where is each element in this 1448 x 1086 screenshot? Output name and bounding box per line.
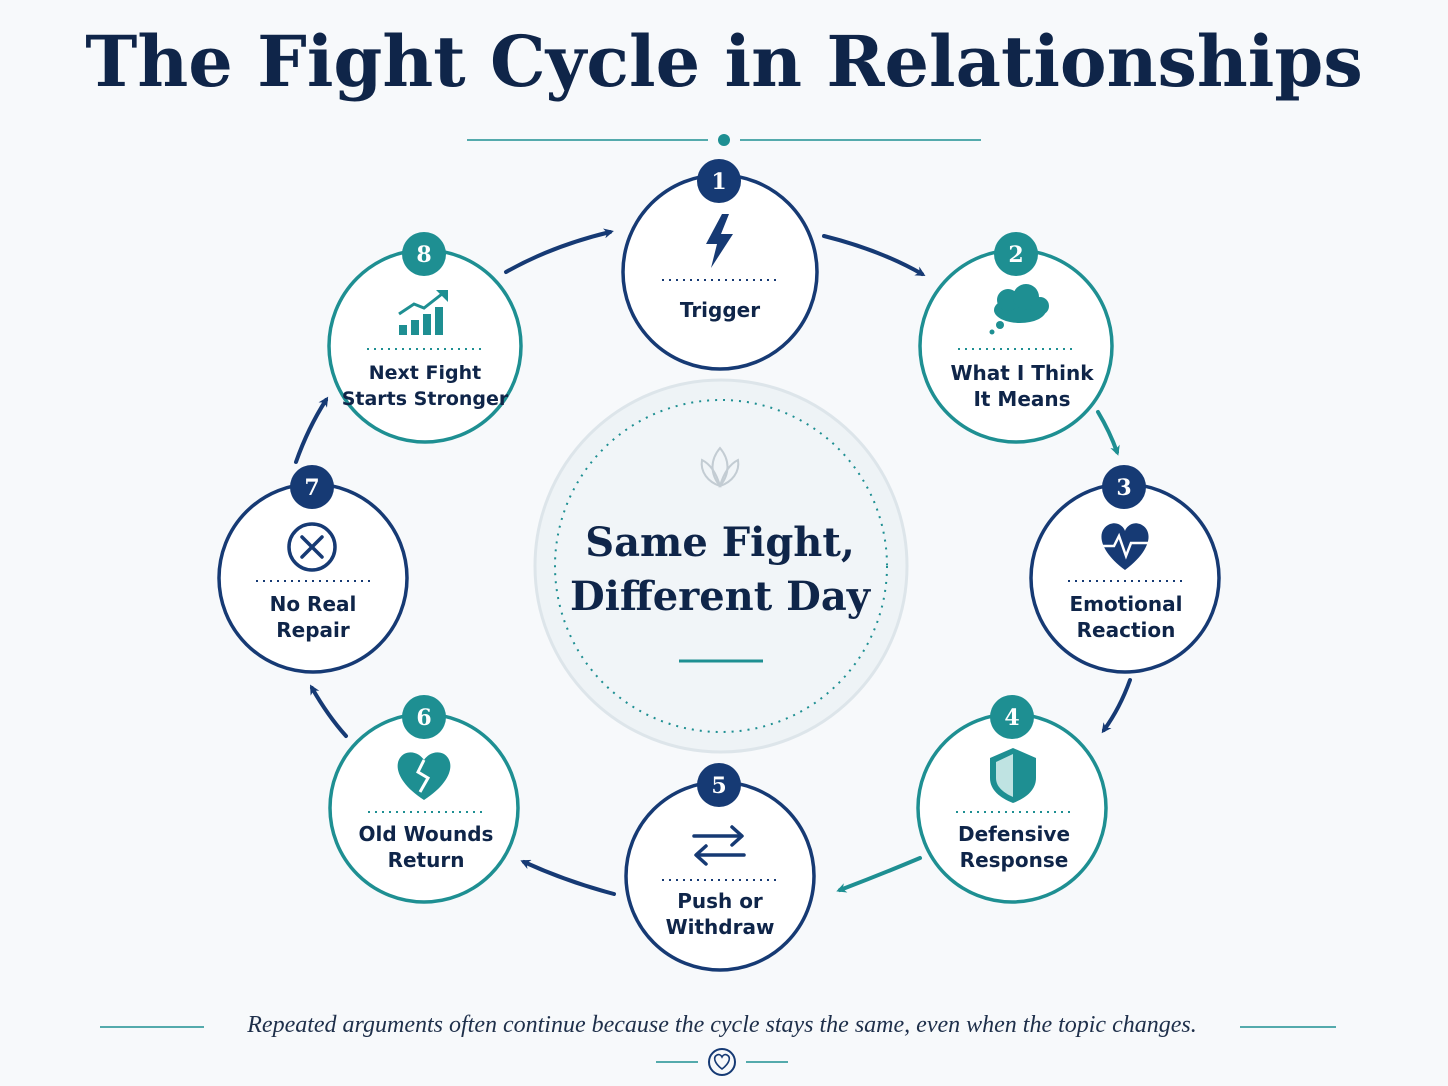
step-number-5: 5 xyxy=(711,773,726,799)
arrow-1-to-2 xyxy=(822,234,926,276)
step-label-5-line2: Withdraw xyxy=(665,915,775,939)
step-number-7: 7 xyxy=(304,475,319,501)
step-label-2: What I Think It Means xyxy=(932,360,1112,412)
center-line-1: Same Fight, xyxy=(585,519,855,566)
step-label-8: Next Fight Starts Stronger xyxy=(315,360,535,412)
cycle-step-1: 1 xyxy=(621,159,819,371)
footer-divider xyxy=(100,1026,1336,1063)
arrow-3-to-4 xyxy=(1101,678,1132,734)
title-divider xyxy=(467,134,981,146)
step-label-4-line1: Defensive xyxy=(957,822,1071,846)
step-label-2-line1: What I Think xyxy=(950,361,1094,385)
growth-chart-icon xyxy=(398,290,448,335)
center-line-2: Different Day xyxy=(569,573,871,620)
center-circle xyxy=(533,378,909,754)
shield-icon xyxy=(990,748,1036,803)
step-label-3: Emotional Reaction xyxy=(1036,591,1216,643)
step-label-8-line1: Next Fight xyxy=(368,362,482,384)
step-label-6: Old Wounds Return xyxy=(336,821,516,873)
cycle-step-3: 3 xyxy=(1029,465,1221,674)
cycle-step-2: 2 xyxy=(918,232,1114,444)
cycle-step-4: 4 xyxy=(916,695,1108,904)
step-label-1-line1: Trigger xyxy=(679,298,761,322)
arrow-4-to-5 xyxy=(836,856,922,893)
arrow-7-to-8 xyxy=(294,396,329,464)
step-label-3-line1: Emotional xyxy=(1069,592,1183,616)
step-label-4-line2: Response xyxy=(959,848,1069,872)
step-label-3-line2: Reaction xyxy=(1076,618,1176,642)
step-label-7-line2: Repair xyxy=(276,618,350,642)
cycle-step-7: 7 xyxy=(217,465,409,674)
thought-cloud-icon xyxy=(989,284,1049,335)
cycle-step-6: 6 xyxy=(328,695,520,904)
step-number-6: 6 xyxy=(416,705,431,731)
step-number-3: 3 xyxy=(1116,475,1131,501)
step-label-2-line2: It Means xyxy=(973,387,1071,411)
step-label-6-line1: Old Wounds xyxy=(358,822,494,846)
cycle-arrows xyxy=(294,228,1132,896)
heart-badge-icon xyxy=(708,1048,736,1076)
swap-arrows-icon xyxy=(692,825,746,866)
broken-heart-icon xyxy=(397,752,451,800)
step-label-7-line1: No Real xyxy=(269,592,357,616)
cycle-step-5: 5 xyxy=(624,763,816,972)
step-label-4: Defensive Response xyxy=(924,821,1104,873)
step-label-1: Trigger xyxy=(630,297,810,323)
center-message: Same Fight, Different Day xyxy=(560,516,880,624)
step-number-2: 2 xyxy=(1008,242,1023,268)
step-label-5-line1: Push or xyxy=(677,889,763,913)
arrow-2-to-3 xyxy=(1096,410,1120,456)
page-title: The Fight Cycle in Relationships xyxy=(85,20,1363,103)
x-circle-icon xyxy=(287,522,337,572)
step-number-8: 8 xyxy=(416,242,431,268)
heartbeat-heart-icon xyxy=(1101,523,1149,570)
arrow-8-to-1 xyxy=(504,228,614,274)
lightning-bolt-icon xyxy=(706,214,733,268)
step-number-4: 4 xyxy=(1004,705,1019,731)
footer-caption: Repeated arguments often continue becaus… xyxy=(247,1012,1197,1038)
step-label-8-line2: Starts Stronger xyxy=(341,388,509,410)
step-label-6-line2: Return xyxy=(387,848,465,872)
step-label-7: No Real Repair xyxy=(223,591,403,643)
arrow-6-to-7 xyxy=(310,684,348,738)
step-number-1: 1 xyxy=(711,169,726,195)
cycle-step-8: 8 xyxy=(327,232,523,444)
arrow-5-to-6 xyxy=(520,859,616,896)
lotus-icon xyxy=(700,446,740,488)
step-label-5: Push or Withdraw xyxy=(630,888,810,940)
